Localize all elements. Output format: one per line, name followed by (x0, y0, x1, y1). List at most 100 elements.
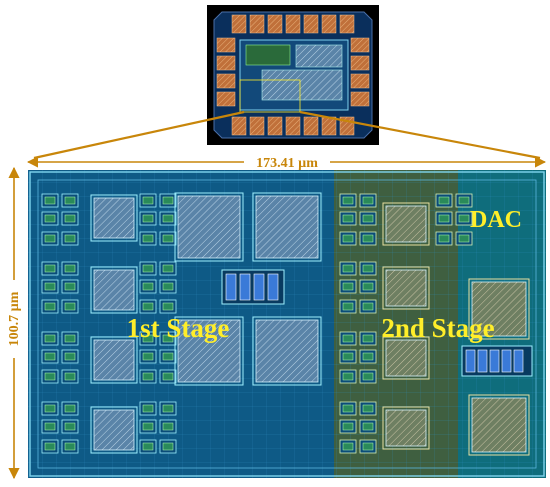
transistor-gate (44, 282, 56, 291)
capacitor (255, 195, 319, 259)
transistor-gate (162, 282, 174, 291)
capacitor (385, 269, 427, 307)
layout-inner-outline (37, 179, 537, 469)
capacitor-frame (382, 202, 430, 246)
capacitor-frame (90, 194, 138, 242)
transistor-gate (142, 214, 154, 223)
inset-bond-pad (249, 116, 265, 136)
capacitor (93, 409, 135, 451)
inset-die-thumbnail (207, 5, 379, 145)
transistor-gate (64, 352, 76, 361)
capacitor (177, 319, 241, 383)
transistor-gate (44, 196, 56, 205)
capacitor-frame (252, 316, 322, 386)
transistor-gate (362, 442, 374, 451)
transistor-gate (142, 196, 154, 205)
transistor-gate (162, 264, 174, 273)
transistor-gate (362, 282, 374, 291)
inset-bond-pad (303, 14, 319, 34)
transistor-gate (64, 422, 76, 431)
transistor-gate (162, 214, 174, 223)
transistor-gate (342, 302, 354, 311)
inset-bond-pad (267, 14, 283, 34)
transistor-gate (342, 334, 354, 343)
transistor-gate (162, 422, 174, 431)
transistor-gate (362, 302, 374, 311)
transistor-gate (142, 404, 154, 413)
transistor-gate (64, 234, 76, 243)
capacitor (93, 339, 135, 381)
transistor-gate (162, 302, 174, 311)
transistor-gate (342, 282, 354, 291)
transistor-gate (142, 442, 154, 451)
transistor-gate (162, 352, 174, 361)
capacitor-frame (174, 192, 244, 262)
inset-bond-pads (216, 14, 370, 136)
zoom-line-left (33, 110, 245, 160)
inset-bond-pad (216, 91, 236, 107)
transistor-gate (64, 442, 76, 451)
switch-device (267, 273, 279, 301)
inset-bond-pad (249, 14, 265, 34)
dac-switch-device (465, 349, 476, 373)
inset-bond-pad (231, 14, 247, 34)
dac-switch-device (501, 349, 512, 373)
transistor-gate (162, 442, 174, 451)
capacitor (93, 197, 135, 239)
transistor-gate (342, 352, 354, 361)
transistor-gate (342, 372, 354, 381)
transistor-gate (64, 302, 76, 311)
inset-bond-pad (350, 73, 370, 89)
inset-bond-pad (231, 116, 247, 136)
inset-bond-pad (321, 14, 337, 34)
transistor-gate (64, 404, 76, 413)
transistor-gate (142, 234, 154, 243)
transistor-gate (162, 196, 174, 205)
transistor-gate (64, 214, 76, 223)
width-dimension-label-bg (244, 153, 330, 171)
transistor-gate (142, 302, 154, 311)
transistor-gate (162, 334, 174, 343)
switch-device (253, 273, 265, 301)
transistor-gate (64, 282, 76, 291)
dac-label: DAC (470, 207, 522, 233)
zoom-line-right (299, 110, 541, 160)
capacitor-frame (252, 192, 322, 262)
transistor-gate (44, 234, 56, 243)
capacitor (93, 269, 135, 311)
transistor-gate (44, 372, 56, 381)
switch-devices (225, 273, 279, 301)
dac-switch-device (477, 349, 488, 373)
transistor-gate (362, 352, 374, 361)
capacitor-frame (382, 336, 430, 380)
capacitor-frame (382, 266, 430, 310)
transistor-gate (342, 422, 354, 431)
capacitor (385, 205, 427, 243)
capacitor-frame (468, 394, 530, 456)
layout-zoom: 1st Stage 2nd Stage DAC (28, 170, 546, 478)
transistor-gate (64, 334, 76, 343)
transistor-gate (438, 234, 450, 243)
transistor-gate (362, 264, 374, 273)
height-dimension-label-bg (5, 280, 23, 358)
capacitor (385, 409, 427, 447)
transistor-gate (142, 282, 154, 291)
switch-device (225, 273, 237, 301)
transistor-gate (342, 442, 354, 451)
inset-bond-pad (216, 55, 236, 71)
transistor-gate (162, 404, 174, 413)
transistor-cells (41, 193, 473, 454)
dac-switch-device (513, 349, 524, 373)
height-dimension-label: 100.7 µm (7, 291, 22, 346)
inset-bond-pad (267, 116, 283, 136)
transistor-gate (362, 334, 374, 343)
inset-bond-pad (285, 116, 301, 136)
first-stage-label: 1st Stage (127, 313, 230, 343)
transistor-gate (458, 196, 470, 205)
inset-bond-pad (350, 37, 370, 53)
inset-bond-pad (216, 37, 236, 53)
transistor-gate (342, 404, 354, 413)
transistor-gate (458, 234, 470, 243)
width-dimension-label: 173.41 µm (256, 156, 318, 171)
capacitor-frame (174, 316, 244, 386)
